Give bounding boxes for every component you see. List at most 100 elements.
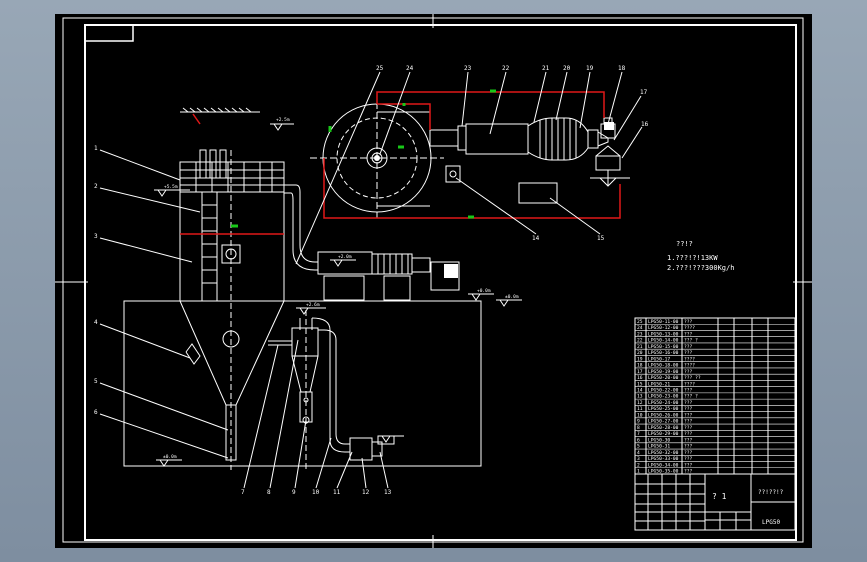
elev-top-ref: +2.5m (276, 117, 290, 123)
callout-4: 4 (94, 319, 98, 326)
bom-cell-name: ??? (684, 425, 693, 431)
bom-cell-no: 11 (637, 406, 643, 412)
callout-labels: 1 2 3 4 5 6 7 8 9 10 11 12 13 14 15 25 2… (94, 65, 649, 496)
bom-cell-code: LPG50-32-00 (648, 450, 679, 456)
elevation-symbols (154, 123, 522, 467)
callout-21: 21 (542, 65, 550, 72)
callout-6: 6 (94, 409, 98, 416)
title-scale: ? 1 (712, 492, 727, 501)
bom-cell-code: LPG50-31 (648, 444, 670, 450)
bom-cell-name: ??? (684, 319, 693, 325)
control-devices (445, 165, 558, 204)
spec-heading: ??!? (676, 240, 693, 248)
bom-cell-name: ???? (684, 356, 695, 362)
bom-cell-no: 3 (637, 456, 640, 462)
filter-cap (604, 122, 614, 130)
bom-cell-no: 24 (637, 325, 643, 331)
callout-15: 15 (597, 235, 605, 242)
bom-cell-no: 23 (637, 331, 643, 337)
bom-cell-no: 13 (637, 394, 643, 400)
callout-16: 16 (641, 121, 649, 128)
bom-cell-no: 19 (637, 356, 643, 362)
callout-10: 10 (312, 489, 320, 496)
callout-20: 20 (563, 65, 571, 72)
bom-cell-no: 7 (637, 431, 640, 437)
bom-cell-name: ???? (684, 363, 695, 369)
elev-floor-right: +0.0m (477, 288, 491, 294)
bom-cell-name: ??? (684, 456, 693, 462)
elev-floor-mark: ±0.0m (163, 454, 177, 460)
bom-cell-no: 16 (637, 375, 643, 381)
bom-cell-no: 12 (637, 400, 643, 406)
bom-cell-code: LPG50-25-00 (648, 406, 679, 412)
callout-3: 3 (94, 233, 98, 240)
bom-cell-code: LPG50-29-00 (648, 431, 679, 437)
bom-cell-no: 22 (637, 338, 643, 344)
callout-8: 8 (267, 489, 271, 496)
callout-13: 13 (384, 489, 392, 496)
bom-cell-name: ??? (684, 462, 693, 468)
bom-cell-code: LPG50-27-00 (648, 419, 679, 425)
spec-note: ??!? 1.???!?!13KW 2.???!???300Kg/h (667, 240, 734, 272)
bom-cell-name: ???? (684, 325, 695, 331)
bom-cell-name: ??? (684, 369, 693, 375)
callout-23: 23 (464, 65, 472, 72)
bom-cell-no: 5 (637, 444, 640, 450)
bom-cell-code: LPG50-21 (648, 381, 670, 387)
bom-cell-no: 25 (637, 319, 643, 325)
bom-cell-name: ??? (684, 431, 693, 437)
bom-cell-name: ??? (684, 344, 693, 350)
leader-lines (99, 71, 643, 489)
bom-cell-name: ??? (684, 437, 693, 443)
bom-cell-no: 8 (637, 425, 640, 431)
bom-cell-code: LPG50-22-00 (648, 388, 679, 394)
elev-mid: +2.0m (338, 254, 352, 260)
corner-box (84, 24, 134, 42)
elev-floor-left: ±0.0m (505, 294, 519, 300)
spec-line-2: 2.???!???300Kg/h (667, 264, 734, 272)
bom-cell-no: 4 (637, 450, 640, 456)
elev-platform: +2.6m (306, 302, 320, 308)
callout-9: 9 (292, 489, 296, 496)
bom-cell-no: 20 (637, 350, 643, 356)
callout-2: 2 (94, 183, 98, 190)
bom-cell-code: LPG50-14-00 (648, 338, 679, 344)
bom-cell-name: ??? (684, 444, 693, 450)
bom-cell-code: LPG50-30 (648, 437, 670, 443)
bom-cell-name: ??? ?? (684, 375, 701, 381)
title-drawing-code: LPG50 (762, 519, 780, 526)
bom-cell-no: 14 (637, 388, 643, 394)
roof-red-mark (192, 113, 201, 125)
callout-1: 1 (94, 145, 98, 152)
spec-line-1: 1.???!?!13KW (667, 254, 718, 262)
callout-7: 7 (241, 489, 245, 496)
bom-cell-name: ??? (684, 331, 693, 337)
roof-ground-symbol (180, 107, 260, 113)
bom-cell-no: 6 (637, 437, 640, 443)
bom-cell-name: ??? (684, 350, 693, 356)
bom-cell-no: 18 (637, 363, 643, 369)
bom-cell-code: LPG50-33-00 (648, 456, 679, 462)
callout-22: 22 (502, 65, 510, 72)
callout-25: 25 (376, 65, 384, 72)
callout-14: 14 (532, 235, 540, 242)
callout-18: 18 (618, 65, 626, 72)
title-block-text: ? 1 ??!??!? LPG50 (712, 489, 784, 526)
bom-cell-name: ??? (684, 388, 693, 394)
bom-cell-no: 1 (637, 469, 640, 475)
bom-cell-name: ??? ? (684, 394, 698, 400)
bom-cell-name: ??? ? (684, 338, 698, 344)
bom-cell-name: ???? (684, 381, 695, 387)
callout-12: 12 (362, 489, 370, 496)
bom-cell-name: ??? (684, 419, 693, 425)
elevation-labels: +5.5m +2.5m +2.6m +0.0m ±0.0m ±0.0m +2.0… (163, 117, 519, 460)
bom-cell-code: LPG50-17 (648, 356, 670, 362)
bom-cell-no: 9 (637, 419, 640, 425)
title-block (634, 473, 796, 531)
bom-cell-code: LPG50-26-00 (648, 412, 679, 418)
bom-cell-name: ??? (684, 400, 693, 406)
bom-cell-no: 2 (637, 462, 640, 468)
bom-cell-code: LPG50-24-00 (648, 400, 679, 406)
